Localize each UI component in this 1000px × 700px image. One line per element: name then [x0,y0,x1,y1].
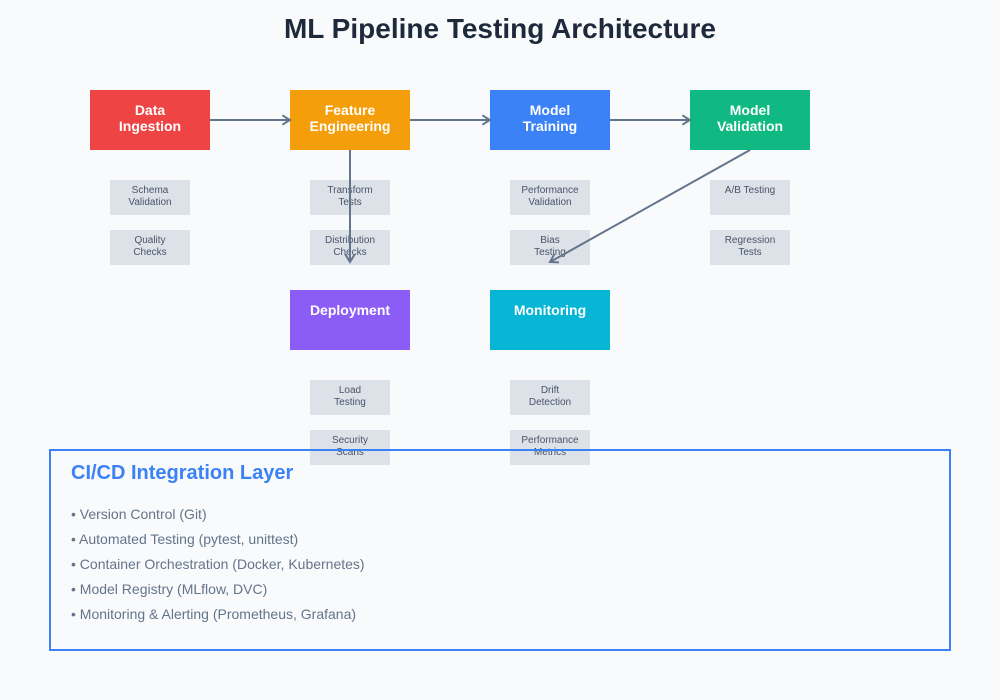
test-label-line2: Tests [738,247,762,258]
stage-label-line1: Model [529,102,571,118]
test-label-line1: Security [331,435,369,446]
test-label-line1: Load [338,385,362,396]
arrowhead-icon [281,114,292,126]
test-label-line1: Regression [724,235,776,246]
test-label-line1: Distribution [324,235,376,246]
test-label-line2: Scans [336,447,364,458]
stage-deployment[interactable]: Deployment [290,290,410,350]
page-title: ML Pipeline Testing Architecture [283,13,716,44]
test-label-line2: Metrics [533,447,567,458]
test-label-line2: Validation [528,197,572,208]
arrowhead-icon [681,114,692,126]
cicd-list-item: • Version Control (Git) [71,506,207,522]
test-label-line1: A/B Testing [724,185,776,196]
test-label-line1: Performance [521,185,579,196]
stage-label-line1: Deployment [309,302,391,318]
test-label-line1: Transform [327,185,373,196]
test-label-line1: Bias [540,235,560,246]
stage-label-line2: Validation [716,118,784,134]
cicd-list-item: • Model Registry (MLflow, DVC) [71,581,268,597]
cicd-title: CI/CD Integration Layer [71,462,294,484]
stage-label-line2: Training [522,118,578,134]
test-label-line2: Detection [528,397,572,408]
stage-label-line1: Feature [324,102,376,118]
arrowhead-icon [481,114,492,126]
stage-label-line1: Model [729,102,771,118]
test-label-line2: Tests [338,197,362,208]
stage-label-line2: Engineering [309,118,391,134]
test-label-line2: Testing [334,397,366,408]
cicd-integration-panel: CI/CD Integration Layer • Version Contro… [49,449,951,651]
stage-feature-engineering[interactable]: Feature Engineering [290,90,410,150]
test-label-line1: Schema [131,185,169,196]
test-label-line2: Validation [128,197,172,208]
test-label-line1: Quality [134,235,166,246]
stage-data-ingestion[interactable]: Data Ingestion [90,90,210,150]
cicd-list-item: • Container Orchestration (Docker, Kuber… [71,556,365,572]
test-label-line2: Testing [534,247,566,258]
stage-model-training[interactable]: Model Training [490,90,610,150]
cicd-list-item: • Monitoring & Alerting (Prometheus, Gra… [71,606,357,622]
cicd-list: • Version Control (Git) • Automated Test… [71,506,365,631]
test-label-line2: Checks [333,247,367,258]
cicd-list-item: • Automated Testing (pytest, unittest) [71,531,299,547]
stage-model-validation[interactable]: Model Validation [690,90,810,150]
test-label-line1: Drift [540,385,560,396]
stage-label-line2: Ingestion [118,118,182,134]
test-box-ab-testing: A/B Testing [710,180,790,215]
stage-label-line1: Monitoring [513,302,587,318]
test-label-line1: Performance [521,435,579,446]
test-label-line2: Checks [133,247,167,258]
stage-label-line1: Data [134,102,166,118]
stage-monitoring[interactable]: Monitoring [490,290,610,350]
